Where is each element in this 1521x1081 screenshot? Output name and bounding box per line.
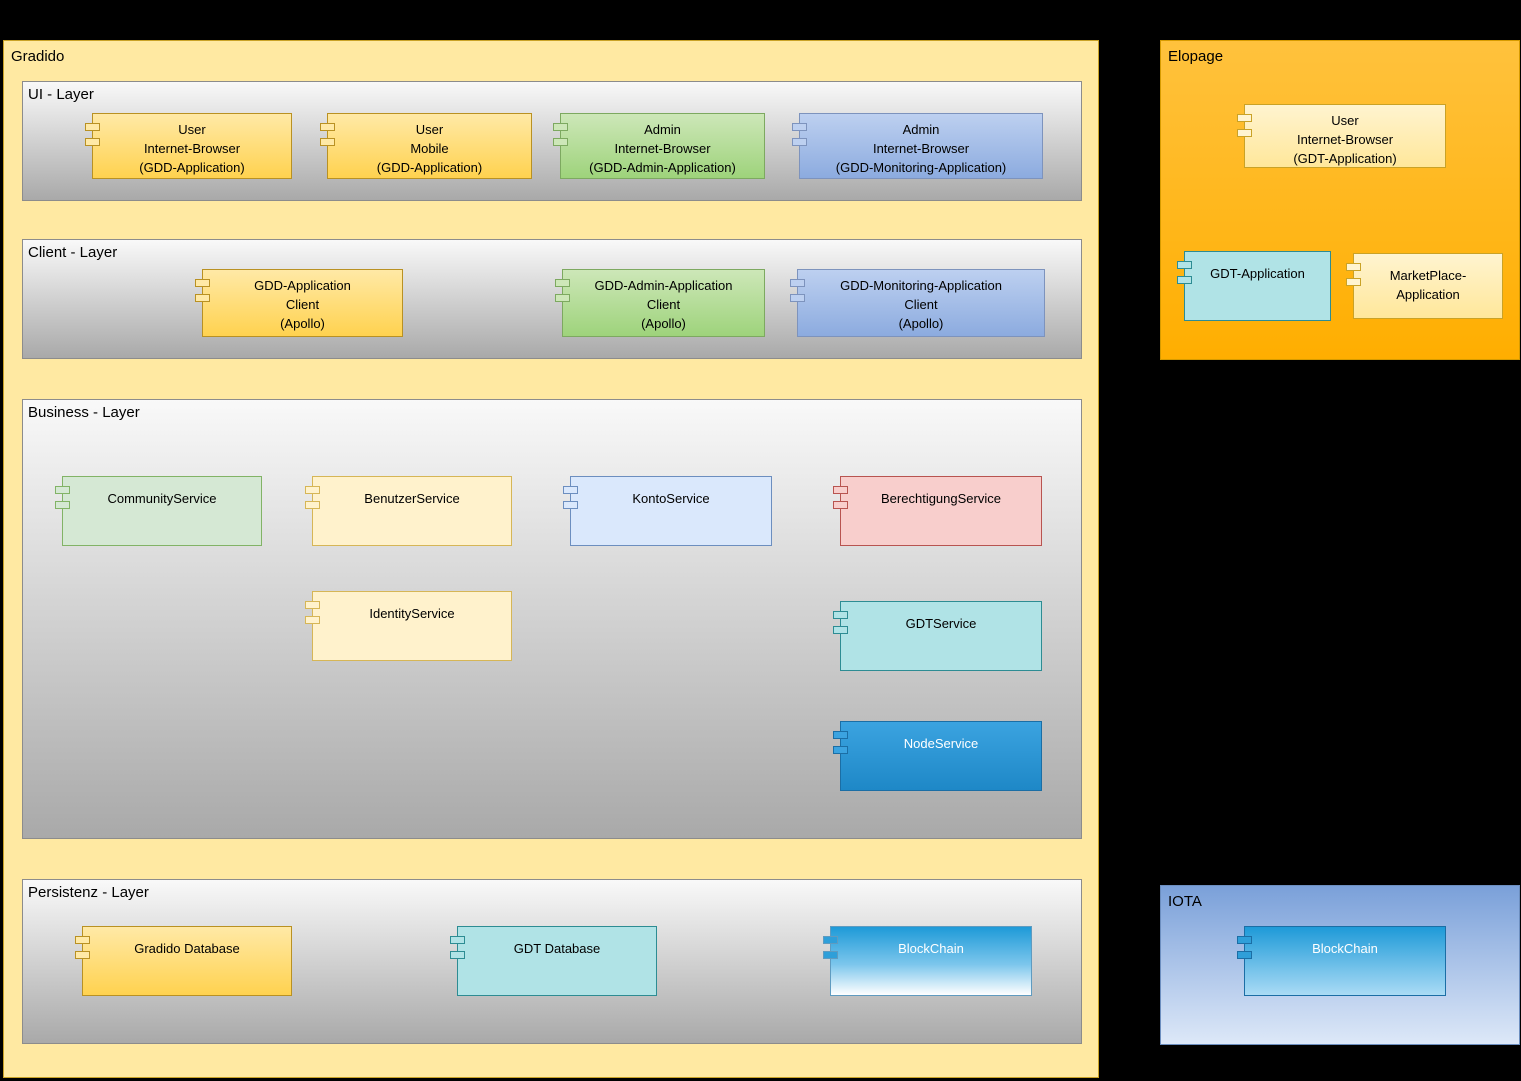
component-port-icon: [450, 936, 465, 944]
component-gdt-database: GDT Database: [450, 926, 657, 996]
component-port-icon: [450, 951, 465, 959]
component-gdd-admin-application-client: GDD-Admin-Application Client (Apollo): [555, 269, 765, 337]
component-label: NodeService: [903, 736, 979, 751]
component-port-icon: [833, 501, 848, 509]
layer-persistenz: Persistenz - Layer Gradido Database GDT …: [22, 879, 1082, 1044]
component-port-icon: [195, 279, 210, 287]
component-label: User Mobile (GDD-Application): [376, 122, 483, 175]
component-label: Admin Internet-Browser (GDD-Monitoring-A…: [835, 122, 1007, 175]
layer-business-title: Business - Layer: [28, 404, 140, 421]
component-port-icon: [563, 486, 578, 494]
component-port-icon: [305, 616, 320, 624]
component-port-icon: [823, 936, 838, 944]
component-label: Admin Internet-Browser (GDD-Admin-Applic…: [589, 122, 736, 175]
component-port-icon: [1237, 114, 1252, 122]
component-kontoservice: KontoService: [563, 476, 772, 546]
component-label: BlockChain: [898, 941, 964, 956]
component-port-icon: [1346, 263, 1361, 271]
component-port-icon: [790, 294, 805, 302]
component-port-icon: [555, 294, 570, 302]
component-label: BenutzerService: [364, 491, 460, 506]
component-label: GDTService: [905, 616, 977, 631]
component-identityservice: IdentityService: [305, 591, 512, 661]
component-port-icon: [833, 746, 848, 754]
component-port-icon: [195, 294, 210, 302]
component-port-icon: [1237, 951, 1252, 959]
component-blockchain: BlockChain: [823, 926, 1032, 996]
component-port-icon: [563, 501, 578, 509]
component-port-icon: [833, 486, 848, 494]
component-port-icon: [55, 501, 70, 509]
component-port-icon: [833, 731, 848, 739]
component-label: GDD-Application Client (Apollo): [254, 278, 351, 331]
component-port-icon: [833, 626, 848, 634]
component-port-icon: [85, 123, 100, 131]
component-marketplace-application: MarketPlace- Application: [1346, 253, 1503, 319]
component-gradido-database: Gradido Database: [75, 926, 292, 996]
component-port-icon: [55, 486, 70, 494]
component-port-icon: [75, 951, 90, 959]
component-gdd-monitoring-application-client: GDD-Monitoring-Application Client (Apoll…: [790, 269, 1045, 337]
component-port-icon: [833, 611, 848, 619]
layer-persistenz-title: Persistenz - Layer: [28, 884, 149, 901]
component-gdd-application-client: GDD-Application Client (Apollo): [195, 269, 403, 337]
component-label: User Internet-Browser (GDT-Application): [1293, 113, 1397, 166]
layer-client-title: Client - Layer: [28, 244, 118, 261]
component-label: BlockChain: [1312, 941, 1378, 956]
component-port-icon: [320, 138, 335, 146]
component-blockchain-iota: BlockChain: [1237, 926, 1446, 996]
layer-ui: UI - Layer User Internet-Browser (GDD-Ap…: [22, 81, 1082, 201]
component-port-icon: [1177, 261, 1192, 269]
component-benutzerservice: BenutzerService: [305, 476, 512, 546]
component-port-icon: [1237, 129, 1252, 137]
component-berechtigungservice: BerechtigungService: [833, 476, 1042, 546]
component-port-icon: [553, 138, 568, 146]
component-label: MarketPlace- Application: [1389, 268, 1467, 302]
component-label: User Internet-Browser (GDD-Application): [139, 122, 245, 175]
component-label: IdentityService: [369, 606, 455, 621]
component-port-icon: [792, 123, 807, 131]
component-user-mobile: User Mobile (GDD-Application): [320, 113, 532, 179]
component-gdtservice: GDTService: [833, 601, 1042, 671]
component-label: GDT-Application: [1210, 266, 1305, 281]
component-port-icon: [305, 501, 320, 509]
component-gdt-application: GDT-Application: [1177, 251, 1331, 321]
component-port-icon: [1177, 276, 1192, 284]
component-user-internet-browser: User Internet-Browser (GDD-Application): [85, 113, 292, 179]
component-label: GDD-Admin-Application Client (Apollo): [594, 278, 733, 331]
component-port-icon: [1237, 936, 1252, 944]
component-communityservice: CommunityService: [55, 476, 262, 546]
component-label: CommunityService: [107, 491, 217, 506]
container-elopage: Elopage User Internet-Browser (GDT-Appli…: [1160, 40, 1520, 360]
component-admin-internet-browser-monitoring: Admin Internet-Browser (GDD-Monitoring-A…: [792, 113, 1043, 179]
container-gradido: Gradido UI - Layer User Internet-Browser…: [3, 40, 1099, 1078]
component-label: KontoService: [632, 491, 710, 506]
component-port-icon: [85, 138, 100, 146]
layer-business: Business - Layer CommunityService Benutz…: [22, 399, 1082, 839]
component-label: GDD-Monitoring-Application Client (Apoll…: [840, 278, 1002, 331]
container-gradido-title: Gradido: [11, 48, 65, 65]
component-port-icon: [1346, 278, 1361, 286]
layer-client: Client - Layer GDD-Application Client (A…: [22, 239, 1082, 359]
component-port-icon: [305, 601, 320, 609]
component-label: BerechtigungService: [881, 491, 1001, 506]
component-label: GDT Database: [513, 941, 601, 956]
layer-ui-title: UI - Layer: [28, 86, 94, 103]
component-label: Gradido Database: [134, 941, 240, 956]
component-port-icon: [75, 936, 90, 944]
component-port-icon: [305, 486, 320, 494]
component-port-icon: [320, 123, 335, 131]
component-port-icon: [555, 279, 570, 287]
component-port-icon: [823, 951, 838, 959]
component-port-icon: [553, 123, 568, 131]
component-port-icon: [792, 138, 807, 146]
component-admin-internet-browser-admin: Admin Internet-Browser (GDD-Admin-Applic…: [553, 113, 765, 179]
container-elopage-title: Elopage: [1168, 48, 1224, 65]
component-port-icon: [790, 279, 805, 287]
container-iota-title: IOTA: [1168, 893, 1202, 910]
component-nodeservice: NodeService: [833, 721, 1042, 791]
component-user-internet-browser-gdt: User Internet-Browser (GDT-Application): [1237, 104, 1446, 168]
container-iota: IOTA BlockChain: [1160, 885, 1520, 1045]
